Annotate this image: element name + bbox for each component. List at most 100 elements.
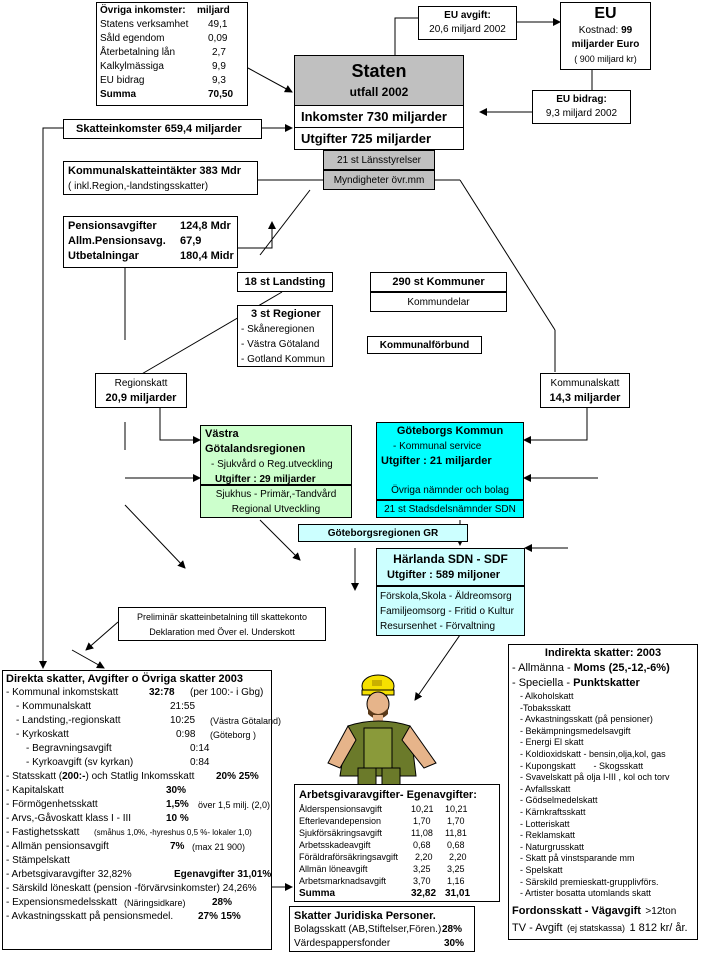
arbetsgivar-label: Arbetsskadeavgift (299, 840, 371, 850)
vgr-box: Västra Götalandsregionen - Sjukvård o Re… (200, 425, 352, 485)
ovriga-value: 0,09 (208, 33, 228, 44)
eu-line3: ( 900 miljard kr) (574, 54, 637, 64)
arbetsgivar-a: 10,21 (411, 804, 434, 814)
pension-label: Pensionsavgifter (68, 220, 157, 232)
punktskatt-item: - Bekämpningsmedelsavgift (520, 725, 631, 736)
ovriga-label: Såld egendom (100, 33, 165, 44)
tv-avgift: TV - Avgift (512, 921, 563, 934)
punktskatt-item: - Svavelskatt på olja I-III , kol och to… (520, 772, 670, 783)
harlanda-lines-box: Förskola,Skola - Äldreomsorg Familjeomso… (376, 586, 525, 636)
punktskatt-item: - Alkoholskatt (520, 691, 574, 701)
vgr-item: - Sjukvård o Reg.utveckling (211, 459, 333, 470)
arbetsgivar-label: Ålderspensionsavgift (299, 804, 383, 814)
staten-box: Staten utfall 2002 (294, 55, 464, 106)
arbetsgivar-title: Arbetsgivaravgifter- Egenavgifter: (299, 789, 477, 801)
gbg-title: Göteborgs Kommun (396, 425, 504, 437)
direkta-skatter-box: Direkta skatter, Avgifter o Övriga skatt… (2, 670, 281, 950)
punktskatt-item: - Reklamskatt (520, 830, 576, 841)
preliminar-line2: Deklaration med Över el. Underskott (149, 627, 295, 637)
arbetsgivar-b: 2,20 (449, 852, 467, 862)
harlanda-line: Familjeomsorg - Fritid o Kultur (380, 606, 514, 617)
direkta-label: - Kommunal inkomstskatt (6, 687, 119, 698)
direkta-value: 1,5% (166, 799, 189, 810)
arbetsgivar-b: 0,68 (447, 840, 465, 850)
ovriga-value: 2,7 (212, 47, 226, 58)
direkta-label: - Allmän pensionsavgift (6, 841, 109, 852)
arbetsgivar-label: Föräldraförsäkringsavgift (299, 852, 399, 862)
direkta-value: 10:25 (170, 715, 196, 726)
direkta-note: (per 100:- i Gbg) (190, 687, 264, 698)
arbetsgivar-sum-label: Summa (299, 888, 336, 899)
indirekta-punkt: Punktskatter (573, 677, 640, 689)
regionskatt-box: Regionskatt 20,9 miljarder (95, 373, 187, 408)
arbetsgivar-a: 0,68 (413, 840, 431, 850)
direkta-note: (Näringsidkare) (124, 898, 186, 908)
juridiska-label: Värdespappersfonder (294, 938, 391, 949)
direkta-value: 200:- (62, 771, 86, 782)
harlanda-title: Härlanda SDN - SDF (393, 552, 508, 566)
punktskatt-item: - Skogsskatt (593, 760, 644, 771)
indirekta-title: Indirekta skatter: 2003 (544, 647, 662, 659)
direkta-note: (max 21 900) (192, 842, 246, 852)
punktskatt-item: - Artister bosatta utomlands skatt (520, 888, 652, 899)
eu-avgift-box: EU avgift: 20,6 miljard 2002 (418, 6, 517, 40)
pension-value: 124,8 Mdr (180, 220, 231, 232)
direkta-value: 0:98 (176, 729, 196, 740)
vgr-sub2: Regional Utveckling (231, 504, 321, 515)
arbetsgivar-b: 11,81 (445, 828, 467, 838)
indirekta-a1: - Allmänna - (512, 662, 571, 674)
direkta-value: 7% (170, 841, 185, 852)
gbg-box: Göteborgs Kommun - Kommunal service Utgi… (376, 422, 524, 500)
ovriga-value: 9,9 (212, 61, 226, 72)
pension-box: Pensionsavgifter 124,8 Mdr Allm.Pensionsa… (63, 216, 238, 268)
gbg-ovriga: Övriga nämnder och bolag (391, 485, 509, 496)
direkta-label: - Avkastningsskatt på pensionsmedel. (6, 911, 174, 922)
pension-label: Allm.Pensionsavg. (68, 235, 166, 247)
arbetsgivar-label: Arbetsmarknadsavgift (299, 876, 387, 886)
punktskatt-item: - Koldioxidskatt - bensin,olja,kol, gas (520, 748, 666, 759)
punktskatt-item: - Skatt på vinstsparande mm (520, 853, 635, 864)
staten-inkomster: Inkomster 730 miljarder (294, 105, 464, 128)
kommunalskatt-label: Kommunalskatt (550, 378, 620, 389)
arbetsgivar-label: Allmän löneavgift (299, 864, 368, 874)
ovriga-title: Övriga inkomster: (100, 5, 186, 16)
harlanda-utgifter: Utgifter : 589 miljoner (387, 569, 501, 581)
ovriga-label: Kalkylmässiga (100, 61, 164, 72)
indirekta-a2: - Speciella - (512, 677, 571, 689)
arbetsgivar-label: Sjukförsäkringsavgift (299, 828, 383, 838)
ovriga-value: 49,1 (208, 19, 228, 30)
fordonsskatt: Fordonsskatt - Vägavgift (512, 904, 641, 917)
eu-title: EU (594, 5, 617, 22)
vgr-sub-box: Sjukhus - Primär,-Tandvård Regional Utve… (200, 485, 352, 518)
juridiska-label: Bolagsskatt (AB,Stiftelser,Fören.) (294, 924, 442, 935)
direkta-value: 20% 25% (216, 771, 259, 782)
ovriga-inkomster-box: Övriga inkomster:miljard Statens verksam… (96, 2, 248, 106)
direkta-label: - Kapitalskatt (6, 785, 64, 796)
direkta-label: - Fastighetsskatt (6, 827, 80, 838)
direkta-label: - Kommunalskatt (16, 701, 92, 712)
punktskatt-item: - Energi El skatt (520, 737, 584, 748)
direkta-note: (småhus 1,0%, -hyreshus 0,5 %- lokaler 1… (94, 828, 252, 837)
kommunalskatt-line1: Kommunalskatteintäkter 383 Mdr (68, 165, 241, 177)
regionskatt-label: Regionskatt (114, 378, 168, 389)
ovriga-sum-label: Summa (100, 89, 137, 100)
kommunalforbund-box: Kommunalförbund (367, 336, 482, 354)
arbetsgivaravgifter-box: Arbetsgivaravgifter- Egenavgifter: Ålder… (294, 784, 500, 902)
arbetsgivar-b: 10,21 (445, 804, 468, 814)
vgr-utgifter: Utgifter : 29 miljarder (215, 474, 316, 485)
eu-line2: miljarder Euro (571, 39, 640, 50)
fordonsskatt-note: >12ton (645, 905, 677, 917)
sdn-box: 21 st Stadsdelsnämnder SDN (376, 500, 524, 518)
eu-box: EU Kostnad: 99 miljarder Euro ( 900 milj… (560, 2, 651, 70)
juridiska-box: Skatter Juridiska Personer. Bolagsskatt … (289, 906, 475, 952)
ovriga-label: Återbetalning lån (100, 47, 176, 58)
harlanda-box: Härlanda SDN - SDF Utgifter : 589 miljon… (376, 548, 525, 586)
direkta-value: 21:55 (170, 701, 196, 712)
kommundelar-box: Kommundelar (370, 292, 507, 312)
punktskatt-item: - Kärnkraftsskatt (520, 806, 586, 817)
direkta-note: över 1,5 milj. (2,0) (198, 800, 271, 810)
vgr-title1: Västra (205, 428, 239, 440)
direkta-label: - Landsting,-regionskatt (16, 715, 121, 726)
direkta-label: - Arbetsgivaravgifter 32,82% (6, 869, 132, 880)
region-item: - Skåneregionen (241, 324, 315, 335)
